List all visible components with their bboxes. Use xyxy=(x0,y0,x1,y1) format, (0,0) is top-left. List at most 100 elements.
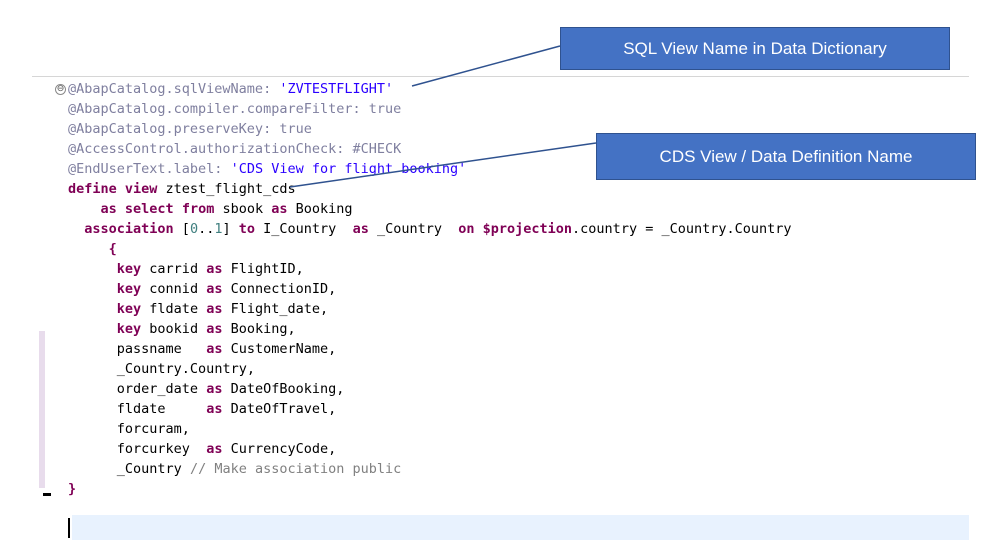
code-line-16[interactable]: order_date as DateOfBooking, xyxy=(68,379,345,399)
annotation-token: @AbapCatalog.compiler.compareFilter: tru… xyxy=(68,101,402,117)
indent xyxy=(68,381,117,397)
keyword: as xyxy=(100,201,117,217)
gutter-marker xyxy=(43,493,51,496)
keyword: view xyxy=(116,181,158,197)
code-line-11[interactable]: key connid as ConnectionID, xyxy=(68,279,336,299)
code-text: fldate xyxy=(116,401,207,417)
code-text: forcuram, xyxy=(116,421,190,437)
code-line-15[interactable]: _Country.Country, xyxy=(68,359,255,379)
keyword: as xyxy=(206,381,223,397)
indent xyxy=(68,201,101,217)
keyword: to xyxy=(238,221,256,237)
text-cursor xyxy=(68,518,70,538)
code-text: I_Country xyxy=(255,221,353,237)
code-text: DateOfTravel, xyxy=(222,401,337,417)
keyword: on xyxy=(458,221,475,237)
number-literal: 1 xyxy=(214,221,223,237)
code-text xyxy=(475,221,483,237)
indent xyxy=(68,281,117,297)
keyword: key xyxy=(116,301,142,317)
code-text: ] xyxy=(222,221,239,237)
code-line-17[interactable]: fldate as DateOfTravel, xyxy=(68,399,336,419)
keyword: as xyxy=(206,401,223,417)
code-line-13[interactable]: key bookid as Booking, xyxy=(68,319,296,339)
keyword: as xyxy=(352,221,369,237)
annotation-token: @EndUserText.label: xyxy=(68,161,231,177)
code-line-1[interactable]: @AbapCatalog.sqlViewName: 'ZVTESTFLIGHT' xyxy=(68,79,393,99)
annotation-token: @AbapCatalog.preserveKey: true xyxy=(68,121,312,137)
code-text: Flight_date, xyxy=(222,301,329,317)
code-text: DateOfBooking, xyxy=(222,381,345,397)
code-line-4[interactable]: @AccessControl.authorizationCheck: #CHEC… xyxy=(68,139,401,159)
keyword: as xyxy=(206,261,223,277)
indent xyxy=(68,321,117,337)
code-text: FlightID, xyxy=(222,261,304,277)
keyword: as xyxy=(206,441,223,457)
code-text: CustomerName, xyxy=(222,341,337,357)
indent xyxy=(68,301,117,317)
fold-collapse-icon[interactable]: ⊖ xyxy=(55,84,66,95)
code-text: _Country.Country, xyxy=(116,361,255,377)
code-text: Booking, xyxy=(222,321,296,337)
code-text: forcurkey xyxy=(116,441,207,457)
indent xyxy=(68,441,117,457)
code-text: order_date xyxy=(116,381,207,397)
indent xyxy=(68,221,84,237)
keyword: from xyxy=(173,201,215,217)
indent xyxy=(68,241,109,257)
code-line-18[interactable]: forcuram, xyxy=(68,419,190,439)
code-text: carrid xyxy=(141,261,207,277)
cds-view-name-callout: CDS View / Data Definition Name xyxy=(596,133,976,180)
code-line-10[interactable]: key carrid as FlightID, xyxy=(68,259,304,279)
keyword: as xyxy=(206,341,223,357)
sql-view-name-callout: SQL View Name in Data Dictionary xyxy=(560,27,950,70)
indent xyxy=(68,341,117,357)
keyword: define xyxy=(68,181,117,197)
indent xyxy=(68,461,117,477)
code-line-21[interactable]: } xyxy=(68,479,76,499)
keyword: association xyxy=(84,221,174,237)
brace: } xyxy=(68,481,77,497)
code-line-12[interactable]: key fldate as Flight_date, xyxy=(68,299,328,319)
code-line-19[interactable]: forcurkey as CurrencyCode, xyxy=(68,439,336,459)
code-text: _Country xyxy=(116,461,190,477)
brace: { xyxy=(108,241,117,257)
editor-top-border xyxy=(32,76,969,77)
keyword: as xyxy=(206,281,223,297)
indent xyxy=(68,261,117,277)
current-line-highlight xyxy=(72,515,969,540)
code-line-3[interactable]: @AbapCatalog.preserveKey: true xyxy=(68,119,312,139)
keyword: key xyxy=(116,281,142,297)
code-line-5[interactable]: @EndUserText.label: 'CDS View for flight… xyxy=(68,159,466,179)
indent xyxy=(68,401,117,417)
annotation-token: @AccessControl.authorizationCheck: #CHEC… xyxy=(68,141,402,157)
code-text: connid xyxy=(141,281,207,297)
code-text: [ xyxy=(173,221,190,237)
code-line-20[interactable]: _Country // Make association public xyxy=(68,459,401,479)
code-text: _Country xyxy=(368,221,459,237)
code-line-7[interactable]: as select from sbook as Booking xyxy=(68,199,353,219)
keyword: select xyxy=(116,201,174,217)
code-line-8[interactable]: association [0..1] to I_Country as _Coun… xyxy=(68,219,792,239)
code-text: bookid xyxy=(141,321,207,337)
change-indicator-bar xyxy=(39,331,45,488)
code-text: sbook xyxy=(214,201,272,217)
code-text: CurrencyCode, xyxy=(222,441,337,457)
indent xyxy=(68,421,117,437)
code-text: passname xyxy=(116,341,207,357)
code-line-9[interactable]: { xyxy=(68,239,117,259)
string-literal: 'ZVTESTFLIGHT' xyxy=(279,81,394,97)
indent xyxy=(68,361,117,377)
code-line-2[interactable]: @AbapCatalog.compiler.compareFilter: tru… xyxy=(68,99,401,119)
code-text: .. xyxy=(198,221,215,237)
code-line-6[interactable]: define view ztest_flight_cds xyxy=(68,179,296,199)
code-line-14[interactable]: passname as CustomerName, xyxy=(68,339,336,359)
code-text: .country = _Country.Country xyxy=(572,221,792,237)
code-text: ConnectionID, xyxy=(222,281,337,297)
code-comment: // Make association public xyxy=(189,461,402,477)
keyword: as xyxy=(271,201,288,217)
number-literal: 0 xyxy=(189,221,199,237)
code-text: Booking xyxy=(287,201,353,217)
annotation-token: @AbapCatalog.sqlViewName: xyxy=(68,81,280,97)
keyword: key xyxy=(116,321,142,337)
